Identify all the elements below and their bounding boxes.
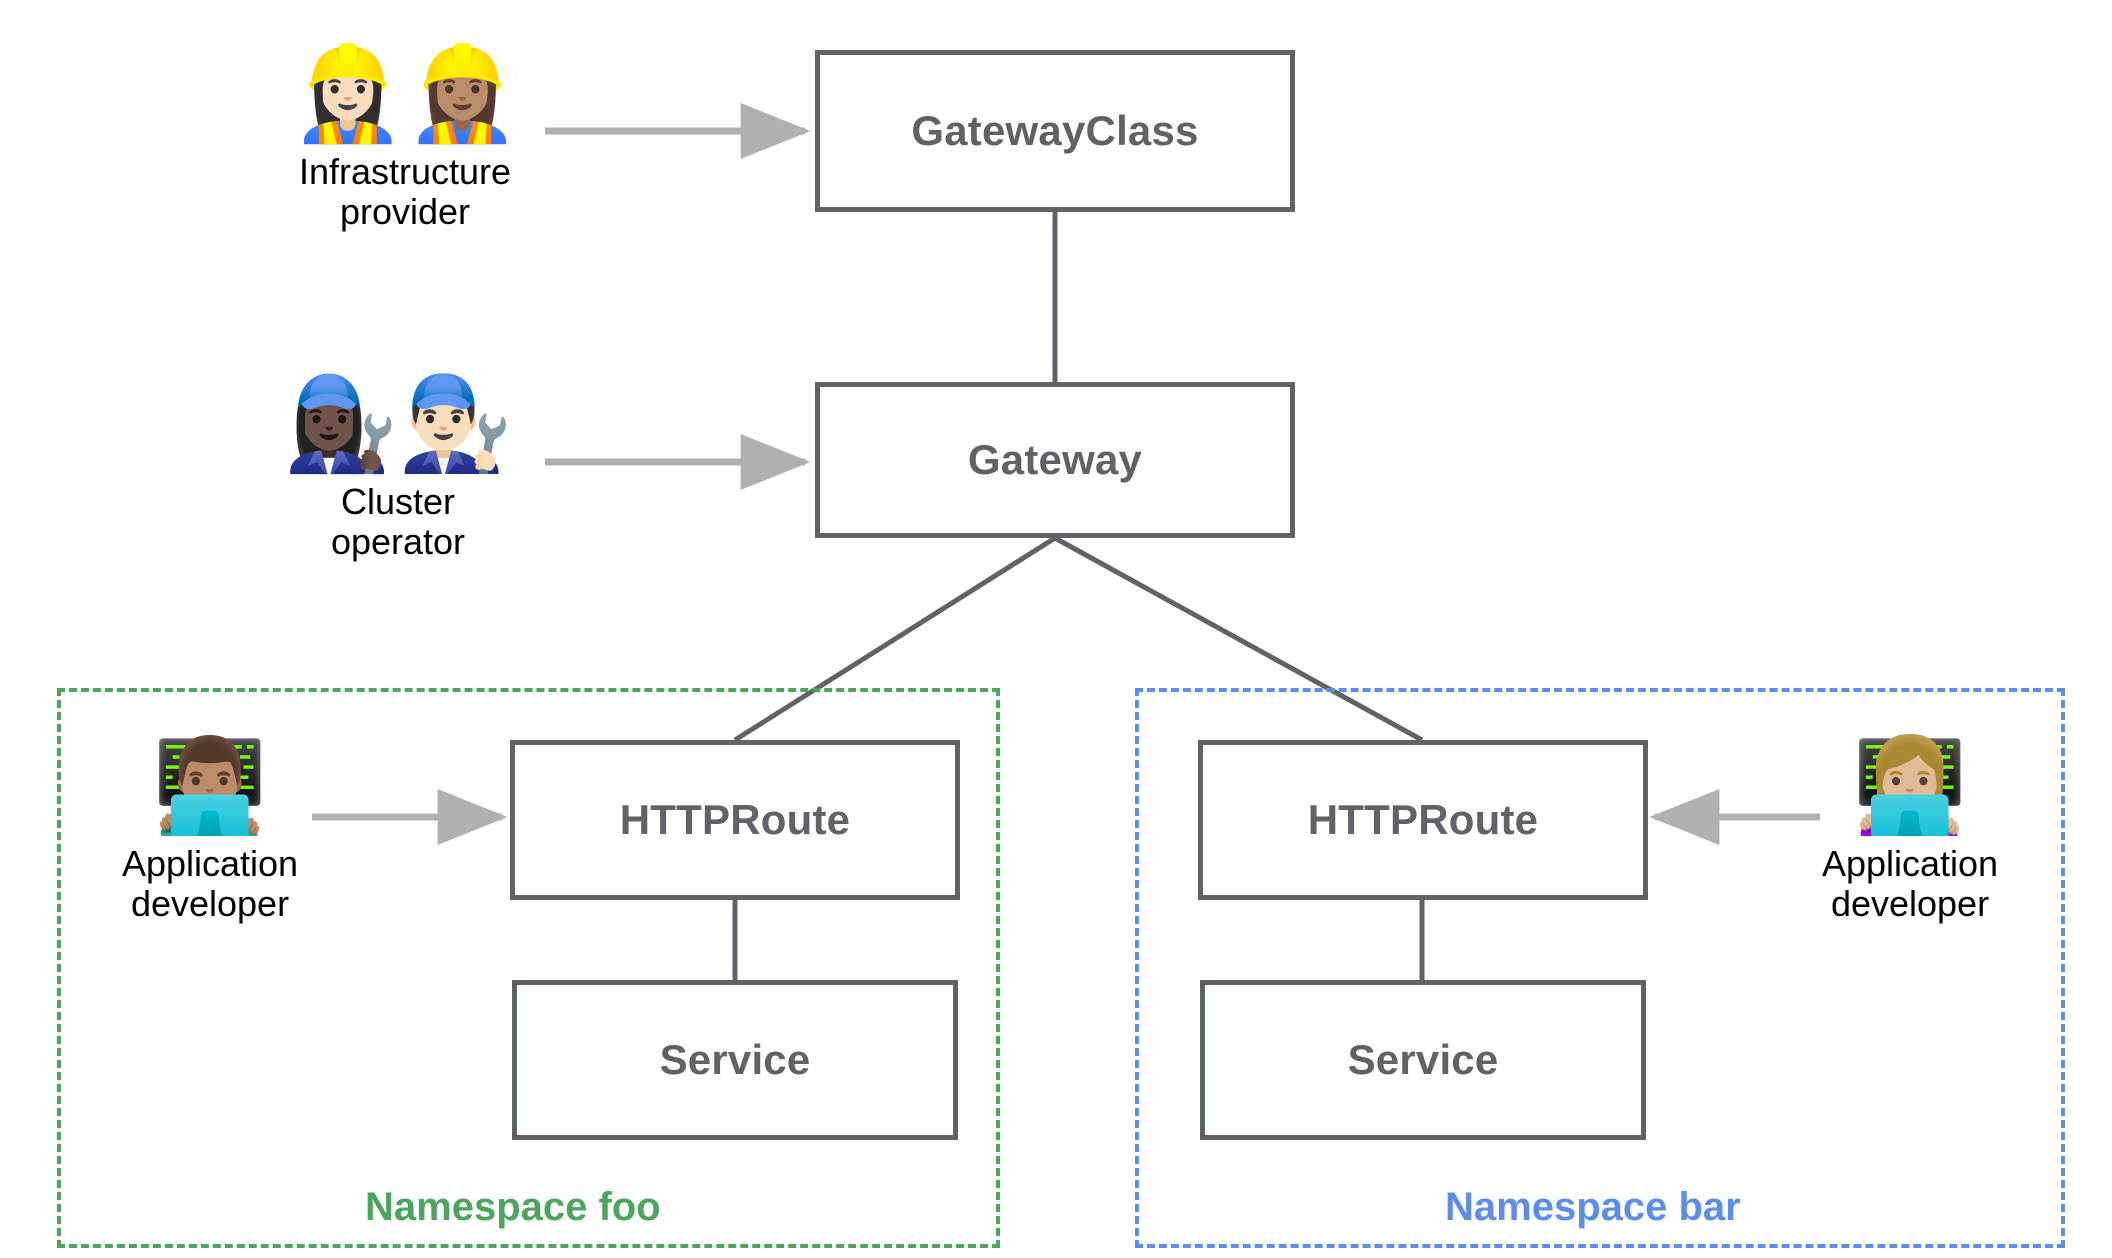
node-service-foo-label: Service bbox=[659, 1036, 811, 1083]
persona-infrastructure-provider-caption: Infrastructure provider bbox=[298, 151, 512, 233]
persona-cluster-operator-caption: Cluster operator bbox=[330, 481, 466, 563]
persona-application-developer-bar: 👩🏼‍💻 Application developer bbox=[1800, 740, 2020, 925]
woman-technologist-light-icon: 👩🏼‍💻 bbox=[1852, 735, 1968, 837]
persona-cluster-operator: 👩🏿‍🔧 👨🏻‍🔧 Cluster operator bbox=[268, 378, 528, 563]
woman-construction-worker-light-icon: 👷🏻‍♀️ bbox=[290, 43, 405, 145]
node-service-bar-label: Service bbox=[1347, 1036, 1499, 1083]
node-gateway[interactable]: Gateway bbox=[815, 382, 1295, 538]
persona-application-developer-foo: 👨🏽‍💻 Application developer bbox=[100, 740, 320, 925]
node-gatewayclass[interactable]: GatewayClass bbox=[815, 50, 1295, 212]
node-gatewayclass-label: GatewayClass bbox=[911, 107, 1199, 154]
node-gateway-label: Gateway bbox=[967, 436, 1143, 483]
namespace-frame-foo bbox=[57, 688, 1000, 1248]
man-mechanic-light-icon: 👨🏻‍🔧 bbox=[398, 373, 513, 475]
persona-application-developer-bar-emojis: 👩🏼‍💻 bbox=[1853, 740, 1968, 832]
node-httproute-foo-label: HTTPRoute bbox=[619, 796, 851, 843]
persona-infrastructure-provider: 👷🏻‍♀️ 👷🏽‍♀️ Infrastructure provider bbox=[275, 48, 535, 233]
node-httproute-bar[interactable]: HTTPRoute bbox=[1198, 740, 1648, 900]
persona-cluster-operator-emojis: 👩🏿‍🔧 👨🏻‍🔧 bbox=[283, 378, 512, 470]
woman-mechanic-dark-icon: 👩🏿‍🔧 bbox=[283, 373, 398, 475]
persona-application-developer-bar-caption: Application developer bbox=[1821, 843, 1999, 925]
node-httproute-foo[interactable]: HTTPRoute bbox=[510, 740, 960, 900]
persona-infrastructure-provider-emojis: 👷🏻‍♀️ 👷🏽‍♀️ bbox=[290, 48, 519, 140]
woman-construction-worker-medium-icon: 👷🏽‍♀️ bbox=[405, 43, 520, 145]
persona-application-developer-foo-emojis: 👨🏽‍💻 bbox=[153, 740, 268, 832]
node-service-foo[interactable]: Service bbox=[512, 980, 958, 1140]
namespace-frame-bar bbox=[1135, 688, 2065, 1248]
persona-application-developer-foo-caption: Application developer bbox=[121, 843, 299, 925]
namespace-label-bar: Namespace bar bbox=[1445, 1185, 1741, 1229]
node-service-bar[interactable]: Service bbox=[1200, 980, 1646, 1140]
namespace-label-foo: Namespace foo bbox=[365, 1185, 661, 1229]
node-httproute-bar-label: HTTPRoute bbox=[1307, 796, 1539, 843]
man-technologist-medium-icon: 👨🏽‍💻 bbox=[152, 735, 268, 837]
